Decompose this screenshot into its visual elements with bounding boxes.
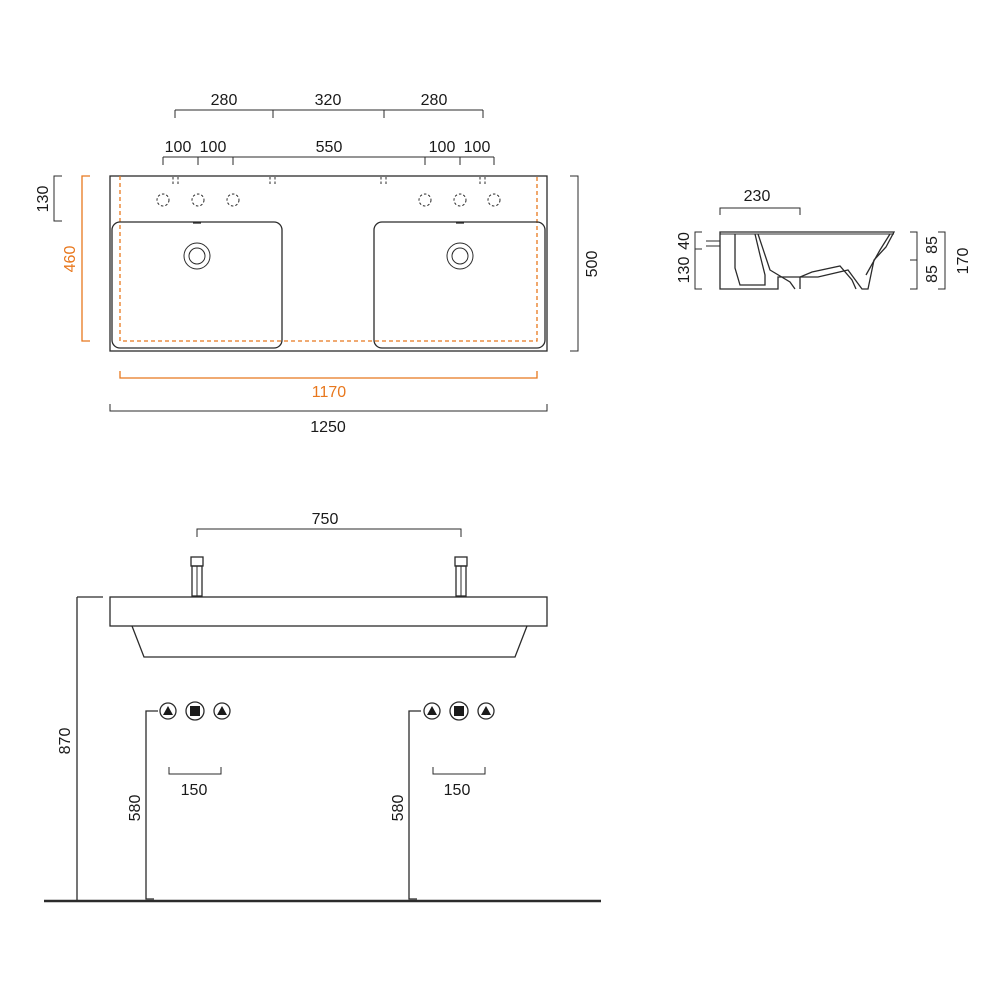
right-valve-triangle-1-icon — [423, 702, 441, 720]
dim-label-320: 320 — [315, 92, 342, 109]
side-profile-outer — [719, 231, 896, 290]
side-left-dims-bracket — [694, 231, 702, 290]
dim-label-100-b: 100 — [200, 139, 227, 156]
right-drain-outer — [446, 242, 474, 270]
hole-dimension-line — [162, 156, 495, 165]
basin-outline — [109, 175, 548, 352]
dim-label-280-right: 280 — [421, 92, 448, 109]
side-view: 230 40 130 85 85 170 — [676, 188, 972, 290]
bottom-dim-1250-bracket — [109, 404, 548, 412]
right-drain-height-line — [408, 710, 421, 900]
left-valve-triangle-2-icon — [213, 702, 231, 720]
side-right-dims-bracket — [910, 231, 918, 290]
dim-label-150-right: 150 — [444, 782, 471, 799]
right-valve-dim-bracket — [432, 767, 486, 775]
left-tap — [190, 556, 204, 597]
dim-label-460: 460 — [62, 246, 79, 273]
right-valve-square-icon — [449, 701, 469, 721]
dim-label-170: 170 — [955, 248, 972, 275]
left-dim-130-bracket — [53, 175, 62, 222]
hole-tick-marks — [172, 177, 486, 186]
right-valve-triangle-2-icon — [477, 702, 495, 720]
dim-label-580-right: 580 — [390, 795, 407, 822]
plan-view: 280 320 280 100 100 550 100 100 — [35, 92, 601, 436]
dim-label-150-left: 150 — [181, 782, 208, 799]
left-bowl-outline — [111, 221, 283, 349]
dim-label-130-plan: 130 — [35, 186, 52, 213]
tap-holes — [156, 193, 501, 207]
dim-label-100-c: 100 — [429, 139, 456, 156]
dim-label-100-d: 100 — [464, 139, 491, 156]
left-drain-inner — [188, 247, 206, 265]
dim-label-1170: 1170 — [312, 384, 347, 401]
right-bowl-outline — [373, 221, 546, 349]
side-profile-inner — [734, 233, 766, 286]
inner-extent-dashed — [119, 176, 538, 342]
side-dim-230-bracket — [719, 207, 801, 215]
dim-label-870: 870 — [57, 728, 74, 755]
dim-label-85-bottom: 85 — [924, 265, 941, 283]
left-drain-outer — [183, 242, 211, 270]
front-basin-top — [109, 596, 548, 627]
dim-label-1250: 1250 — [310, 419, 346, 436]
right-dim-500-bracket — [570, 175, 579, 352]
dim-label-40: 40 — [676, 232, 693, 250]
dim-label-580-left: 580 — [127, 795, 144, 822]
left-dim-460-bracket — [81, 175, 90, 342]
right-tap — [454, 556, 468, 597]
right-drain-inner — [451, 247, 469, 265]
left-valve-triangle-1-icon — [159, 702, 177, 720]
side-total-dim-bracket — [938, 231, 946, 290]
left-valve-square-icon — [185, 701, 205, 721]
front-view: 750 870 580 580 — [44, 511, 601, 903]
dim-label-230: 230 — [744, 188, 771, 205]
dim-label-750: 750 — [312, 511, 339, 528]
front-dim-750-bracket — [196, 528, 462, 537]
top-dimension-line — [174, 109, 484, 118]
right-valve-group — [423, 701, 495, 721]
front-basin-bowl — [131, 625, 528, 658]
dim-label-500: 500 — [584, 251, 601, 278]
dim-label-100-a: 100 — [165, 139, 192, 156]
dim-label-550: 550 — [316, 139, 343, 156]
side-profile-bowl — [757, 233, 891, 290]
dim-label-280-left: 280 — [211, 92, 238, 109]
left-valve-group — [159, 701, 231, 721]
left-drain-height-line — [145, 710, 158, 900]
dim-label-130-side: 130 — [676, 257, 693, 284]
bottom-dim-1170-bracket — [119, 371, 538, 379]
dim-label-85-top: 85 — [924, 236, 941, 254]
left-valve-dim-bracket — [168, 767, 222, 775]
